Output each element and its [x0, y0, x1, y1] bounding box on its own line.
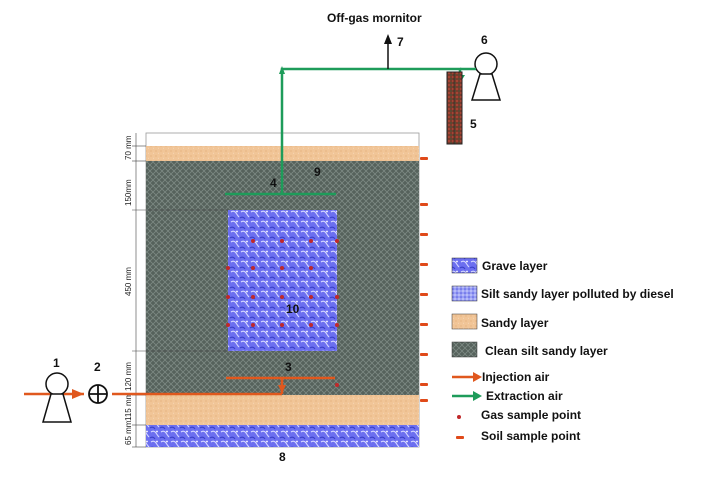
soil-point [420, 263, 428, 266]
number-5: 5 [470, 117, 477, 131]
number-4: 4 [270, 176, 277, 190]
flowmeter-icon [88, 384, 108, 404]
legend-soil-label: Soil sample point [481, 429, 580, 443]
legend-grave-swatch [451, 257, 478, 274]
vacuum-pump-icon [460, 52, 502, 101]
polluted-grave-zone [228, 210, 337, 351]
number-1: 1 [53, 356, 60, 370]
gas-point [251, 295, 255, 299]
gas-point [251, 323, 255, 327]
dimension-labels: 70 mm 150mm 450 mm 120 mm 115 mm 65 mm [124, 135, 133, 445]
gas-point [280, 295, 284, 299]
gas-point [309, 266, 313, 270]
gas-point [251, 266, 255, 270]
legend-clean-silt-label: Clean silt sandy layer [485, 344, 608, 358]
gas-sample-points [226, 239, 339, 387]
legend-gas-label: Gas sample point [481, 408, 581, 422]
legend-polluted-label: Silt sandy layer polluted by diesel [481, 287, 674, 301]
soil-point [420, 157, 428, 160]
soil-point [420, 383, 428, 386]
bottom-grave-layer [146, 425, 419, 447]
dim-70: 70 mm [124, 135, 133, 160]
dim-150: 150mm [124, 179, 133, 206]
adsorption-column [446, 71, 463, 145]
dim-65: 65 mm [124, 420, 133, 445]
off-gas-arrow [384, 34, 392, 69]
gas-point [309, 239, 313, 243]
gas-point [280, 323, 284, 327]
number-9: 9 [314, 165, 321, 179]
legend-sandy-label: Sandy layer [481, 316, 549, 330]
number-10: 10 [286, 302, 300, 316]
component-numbers: 1 2 3 4 5 6 7 8 9 10 [53, 33, 488, 464]
gas-point [335, 383, 339, 387]
legend-grave-label: Grave layer [482, 259, 548, 273]
legend: Grave layer Silt sandy layer polluted by… [451, 257, 674, 443]
number-7: 7 [397, 35, 404, 49]
soil-point [420, 233, 428, 236]
number-2: 2 [94, 360, 101, 374]
soil-point [420, 293, 428, 296]
legend-polluted-swatch [451, 285, 478, 302]
dim-120: 120 mm [124, 362, 133, 391]
gas-point [280, 266, 284, 270]
gas-point [226, 266, 230, 270]
dim-450: 450 mm [124, 267, 133, 296]
gas-point [280, 239, 284, 243]
legend-clean-silt-swatch [451, 341, 478, 358]
number-3: 3 [285, 360, 292, 374]
bottom-sandy-layer [146, 395, 419, 425]
gas-point [335, 323, 339, 327]
gas-point [309, 295, 313, 299]
soil-point [420, 323, 428, 326]
gas-point [226, 295, 230, 299]
legend-gas-point [457, 415, 461, 419]
gas-point [226, 323, 230, 327]
air-compressor-icon [42, 372, 72, 423]
gas-point [309, 323, 313, 327]
legend-extraction-arrow [473, 391, 482, 401]
dim-115: 115 mm [124, 392, 133, 421]
legend-sandy-swatch [451, 313, 478, 330]
legend-extraction-label: Extraction air [486, 389, 563, 403]
legend-soil-point [456, 436, 464, 439]
gas-point [251, 239, 255, 243]
gas-point [335, 239, 339, 243]
gas-point [335, 295, 339, 299]
soil-sample-points [420, 157, 428, 402]
off-gas-monitor-label: Off‑gas mornitor [327, 11, 422, 25]
legend-injection-label: Injection air [482, 370, 550, 384]
number-8: 8 [279, 450, 286, 464]
number-6: 6 [481, 33, 488, 47]
soil-point [420, 399, 428, 402]
soil-point [420, 353, 428, 356]
legend-injection-arrow [473, 372, 482, 382]
soil-point [420, 203, 428, 206]
